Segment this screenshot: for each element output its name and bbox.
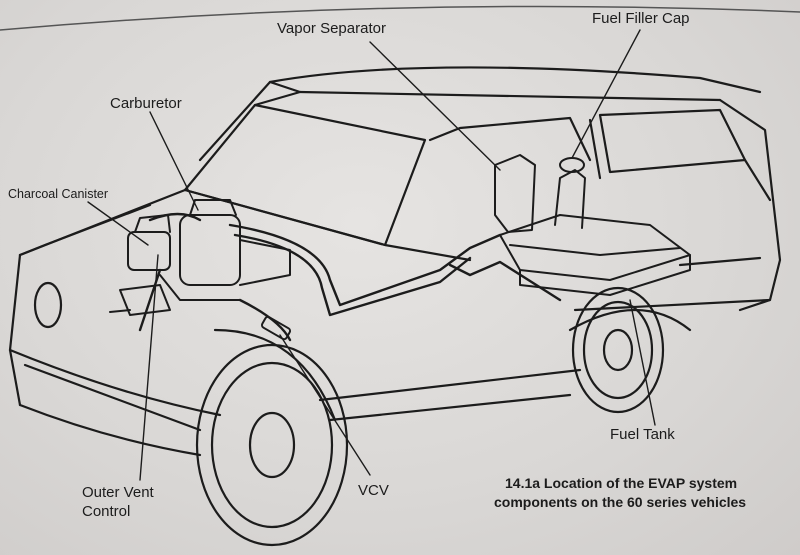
headlight [33, 281, 63, 329]
label-vapor-separator: Vapor Separator [277, 20, 386, 37]
label-fuel-filler-cap: Fuel Filler Cap [592, 10, 690, 27]
engine-components [109, 199, 291, 316]
label-outer-vent-control-line1: Outer Vent [82, 484, 154, 501]
figure-caption-line2: components on the 60 series vehicles [494, 494, 747, 510]
vehicle-body [8, 66, 782, 457]
front-wheel [195, 343, 349, 547]
vcv-shape [260, 315, 292, 341]
label-fuel-tank: Fuel Tank [610, 426, 675, 443]
fuel-filler-cap-shape [559, 157, 585, 173]
label-charcoal-canister: Charcoal Canister [8, 187, 109, 201]
vapor-separator-shape [494, 154, 536, 233]
label-vcv: VCV [358, 482, 389, 499]
vapor-lines [138, 212, 562, 342]
rear-wheel [571, 286, 665, 414]
label-carburetor: Carburetor [110, 95, 182, 112]
charcoal-canister-shape [127, 231, 171, 271]
leader-lines [87, 29, 656, 481]
page-edge [0, 5, 800, 31]
carburetor-shape [179, 214, 241, 286]
figure-caption-line1: 14.1a Location of the EVAP system [505, 475, 738, 491]
fuel-tank-assembly [494, 154, 691, 296]
label-outer-vent-control-line2: Control [82, 503, 131, 520]
